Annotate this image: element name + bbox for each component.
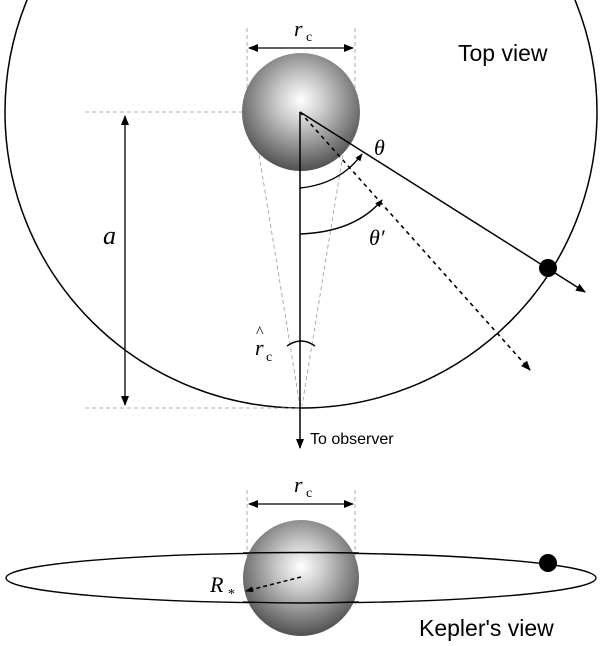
theta-label: θ: [374, 135, 385, 160]
planet-direction-line: [299, 111, 586, 293]
kepler-view-group: r c R * Kepler's view: [5, 472, 597, 641]
orbit-circle: [4, 0, 598, 409]
a-label: a: [103, 221, 116, 250]
top-view-group: Top view r c a θ θ′ ^ r c To observer: [4, 0, 598, 449]
rc-hat-arc: [286, 340, 316, 347]
cone-line-left: [257, 147, 301, 407]
rstar-label: R: [209, 572, 224, 597]
rstar-sub: *: [228, 587, 235, 602]
planet-dot: [539, 259, 557, 277]
theta-prime-arc: [299, 199, 383, 235]
theta-prime-line: [299, 111, 531, 371]
kepler-view-title: Kepler's view: [419, 615, 554, 641]
rc-hat-label: r: [255, 335, 264, 360]
rc-sub-top: c: [306, 30, 312, 45]
kepler-planet-dot: [539, 554, 557, 572]
observer-label: To observer: [310, 431, 394, 448]
kepler-star-sphere: [243, 520, 359, 636]
kepler-orbit-back-over: [242, 551, 360, 554]
rc-hat-sub: c: [266, 350, 272, 365]
theta-prime-label: θ′: [369, 225, 386, 250]
rc-hat-accent: ^: [256, 324, 264, 341]
cone-line-right: [301, 147, 345, 407]
kepler-rc-sub: c: [306, 486, 312, 501]
top-view-title: Top view: [458, 40, 548, 66]
kepler-rc-label: r: [294, 472, 303, 497]
kepler-orbit-front: [242, 601, 360, 604]
rstar-radius-arrow: [245, 576, 302, 593]
theta-arc: [299, 153, 363, 189]
rc-label-top: r: [294, 16, 303, 41]
